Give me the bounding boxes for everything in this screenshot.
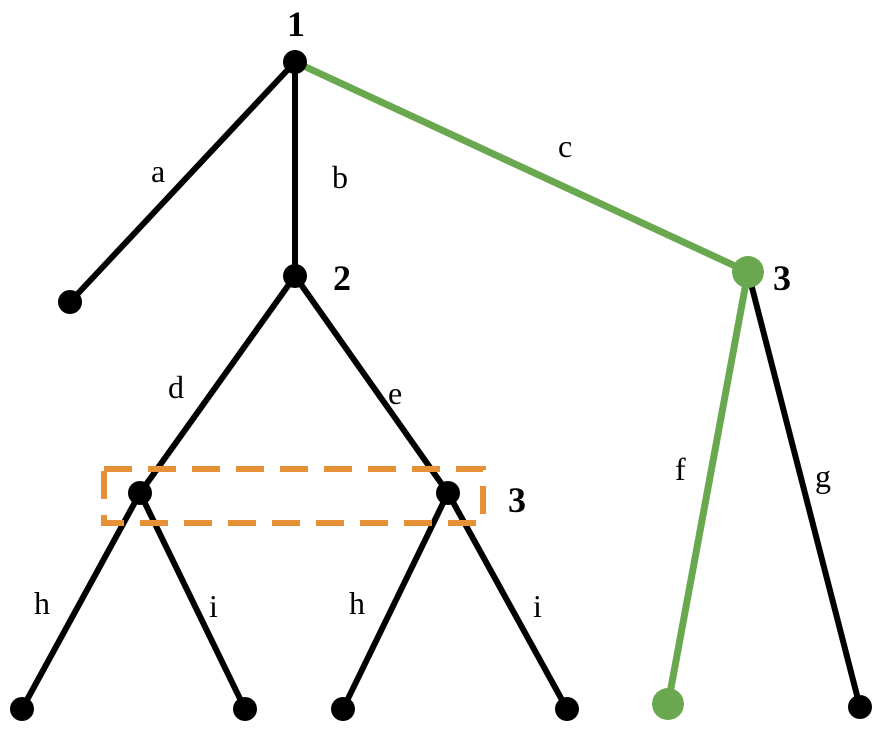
node-info-left [128,481,152,505]
player-label-info-set: 3 [508,480,526,520]
player-label-3-right: 3 [773,258,791,298]
player-label-root: 1 [287,4,305,44]
node-player2 [283,264,307,288]
action-label-i-left: i [209,588,218,624]
node-terminal-h-right [331,697,355,721]
edge-f-highlighted [664,271,752,705]
action-label-g: g [815,458,831,494]
node-player3-right [732,256,764,288]
action-label-h-left: h [34,585,50,621]
edge-g [745,271,863,708]
action-label-b: b [332,159,348,195]
action-label-a: a [151,153,165,189]
edge-e [292,274,451,495]
action-label-e: e [388,375,402,411]
node-terminal-i-right [555,697,579,721]
node-root [283,50,307,74]
information-set-box [101,466,486,526]
action-label-c: c [558,128,572,164]
node-terminal-h-left [10,697,34,721]
edge-h-right [340,491,451,711]
node-info-right [436,481,460,505]
action-label-i-right: i [533,588,542,624]
action-label-f: f [675,451,686,487]
action-label-h-right: h [349,585,365,621]
edge-d [137,274,298,495]
edge-i-left [137,491,248,711]
action-label-d: d [168,369,184,405]
node-terminal-g [848,695,872,719]
node-terminal-f [652,688,684,720]
node-terminal-a [58,290,82,314]
edge-h-left [19,491,143,711]
player-label-2: 2 [333,258,351,298]
edge-a [67,59,298,305]
edge-i-right [445,491,570,711]
edge-c-highlighted [293,58,750,276]
node-terminal-i-left [233,697,257,721]
